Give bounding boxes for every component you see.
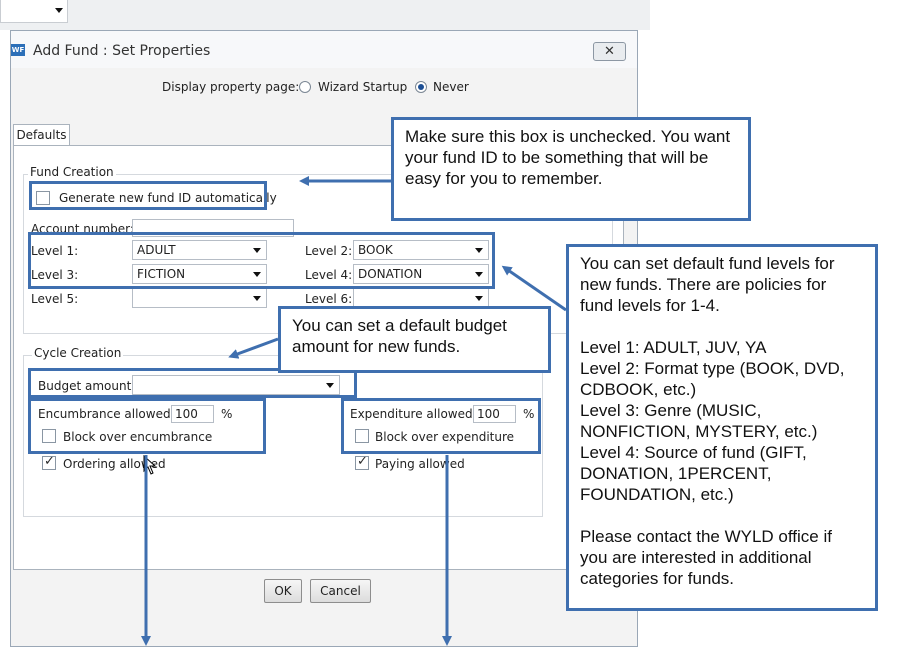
- level-6-select[interactable]: [353, 288, 489, 308]
- background-window: [0, 0, 650, 30]
- chevron-down-icon: [471, 290, 487, 306]
- block-encumbrance-label: Block over encumbrance: [63, 430, 213, 444]
- window-title: Add Fund : Set Properties: [33, 43, 211, 59]
- cancel-button[interactable]: Cancel: [310, 579, 371, 603]
- level-3-label: Level 3:: [31, 268, 79, 282]
- wizard-startup-label: Wizard Startup: [318, 80, 408, 94]
- level-2-label: Level 2:: [305, 244, 353, 258]
- callout-levels: You can set default fund levels for new …: [566, 244, 878, 611]
- level-3-value: FICTION: [137, 267, 186, 281]
- block-expenditure-checkbox[interactable]: [355, 429, 369, 443]
- highlight-levels: [28, 232, 495, 289]
- level-3-select[interactable]: FICTION: [132, 264, 267, 284]
- chevron-down-icon: [322, 377, 338, 393]
- generate-fund-id-label: Generate new fund ID automatically: [59, 191, 277, 205]
- encumbrance-field[interactable]: 100: [171, 405, 214, 423]
- close-icon: ✕: [604, 44, 615, 59]
- mouse-cursor-icon: [143, 455, 157, 475]
- close-button[interactable]: ✕: [593, 42, 626, 61]
- cycle-creation-label: Cycle Creation: [32, 346, 124, 360]
- generate-fund-id-checkbox[interactable]: [36, 191, 50, 205]
- level-1-value: ADULT: [137, 243, 176, 257]
- callout-budget: You can set a default budget amount for …: [278, 306, 551, 373]
- expenditure-unit: %: [523, 407, 535, 421]
- ordering-allowed-checkbox[interactable]: [42, 454, 56, 470]
- level-1-label: Level 1:: [31, 244, 79, 258]
- expenditure-label: Expenditure allowed:: [350, 407, 477, 421]
- level-4-value: DONATION: [358, 267, 423, 281]
- wizard-startup-radio[interactable]: [299, 81, 311, 93]
- chevron-down-icon: [249, 290, 265, 306]
- fund-creation-label: Fund Creation: [28, 165, 116, 179]
- level-6-label: Level 6:: [305, 292, 353, 306]
- paying-allowed-checkbox[interactable]: [355, 454, 369, 470]
- chevron-down-icon: [55, 8, 63, 13]
- ordering-allowed-label: Ordering allowed: [63, 457, 166, 471]
- level-5-select[interactable]: [132, 288, 267, 308]
- highlight-encumbrance: [28, 398, 266, 454]
- expenditure-field[interactable]: 100: [473, 405, 516, 423]
- highlight-budget: [28, 368, 357, 398]
- level-4-label: Level 4:: [305, 268, 353, 282]
- tab-defaults[interactable]: Defaults: [13, 124, 70, 146]
- block-encumbrance-checkbox[interactable]: [42, 429, 56, 443]
- chevron-down-icon: [249, 242, 265, 258]
- block-expenditure-label: Block over expenditure: [375, 430, 515, 444]
- display-property-label: Display property page:: [162, 80, 300, 94]
- background-dropdown[interactable]: [0, 0, 68, 23]
- paying-allowed-label: Paying allowed: [375, 457, 465, 471]
- level-2-select[interactable]: BOOK: [353, 240, 489, 260]
- chevron-down-icon: [249, 266, 265, 282]
- budget-amount-select[interactable]: [132, 375, 340, 395]
- never-label: Never: [433, 80, 469, 94]
- encumbrance-label: Encumbrance allowed:: [38, 407, 175, 421]
- chevron-down-icon: [471, 242, 487, 258]
- highlight-expenditure: [341, 398, 541, 454]
- title-bar[interactable]: WF Add Fund : Set Properties ✕: [11, 31, 637, 68]
- level-1-select[interactable]: ADULT: [132, 240, 267, 260]
- highlight-generate-id: [29, 181, 267, 210]
- level-4-select[interactable]: DONATION: [353, 264, 489, 284]
- encumbrance-unit: %: [221, 407, 233, 421]
- level-5-label: Level 5:: [31, 292, 79, 306]
- budget-amount-label: Budget amount:: [38, 379, 136, 393]
- callout-fund-id: Make sure this box is unchecked. You wan…: [391, 117, 751, 221]
- chevron-down-icon: [471, 266, 487, 282]
- ok-button[interactable]: OK: [264, 579, 302, 603]
- level-2-value: BOOK: [358, 243, 393, 257]
- never-radio[interactable]: [415, 81, 427, 93]
- app-icon: WF: [11, 44, 25, 56]
